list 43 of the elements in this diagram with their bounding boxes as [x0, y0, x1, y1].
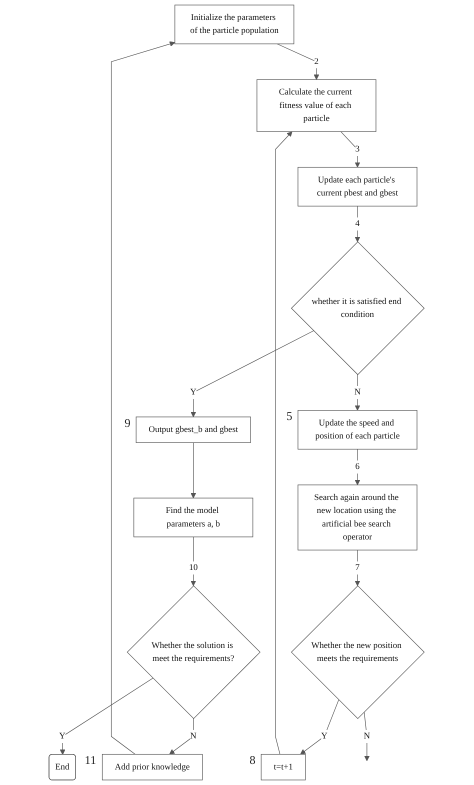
arrow — [340, 131, 361, 168]
arrow — [190, 330, 314, 418]
node-box: Update the speed and position of each particle — [298, 410, 418, 450]
node-diamond: Whether the solution is meet the requirements? — [127, 585, 261, 720]
edge-label: N — [190, 732, 197, 742]
edge-label: N — [354, 388, 362, 398]
node-box: Update each particle's current pbest and gbest — [298, 166, 418, 206]
edge-label: Y — [190, 388, 197, 398]
edge-label: 4 — [356, 219, 360, 229]
node-box: Search again around the new location using the artificial bee search operator — [298, 484, 418, 550]
step-number: 9 — [124, 416, 130, 429]
node-box: Output gbest_b and gbest — [136, 416, 252, 443]
node-diamond: Whether the new position meets the requirements — [291, 585, 426, 720]
edge-label: 2 — [314, 57, 320, 66]
step-number: 8 — [250, 754, 256, 766]
edge-label: Y — [60, 732, 66, 742]
arrow — [170, 718, 194, 755]
arrow — [276, 131, 293, 755]
arrow — [300, 700, 340, 755]
node-box: Add prior knowledge — [102, 754, 204, 780]
edge-label: 7 — [356, 563, 360, 573]
arrow — [364, 712, 370, 762]
node-box: t=t+1 — [261, 754, 306, 780]
arrow — [355, 448, 361, 486]
node-box: Calculate the current fitness value of each particle — [257, 79, 377, 132]
edge-label: 10 — [189, 563, 198, 573]
arrow — [277, 44, 320, 80]
edge-label: 3 — [356, 144, 360, 154]
arrow — [190, 442, 196, 498]
arrow — [355, 374, 361, 411]
arrow — [355, 206, 361, 242]
step-number: 5 — [286, 410, 292, 422]
edge-label: Y — [322, 732, 328, 742]
edge-label: N — [364, 732, 370, 742]
node-diamond: whether it is satisfied end condition — [291, 241, 426, 376]
arrow — [355, 550, 361, 586]
arrow — [111, 41, 176, 755]
node-box: Find the model parameters a, b — [134, 498, 254, 538]
edge-label: 6 — [356, 462, 360, 472]
arrow — [190, 536, 196, 586]
node-box: Initialize the parameters of the particle population — [174, 4, 295, 44]
step-number: 11 — [84, 754, 96, 766]
arrow — [60, 678, 154, 755]
